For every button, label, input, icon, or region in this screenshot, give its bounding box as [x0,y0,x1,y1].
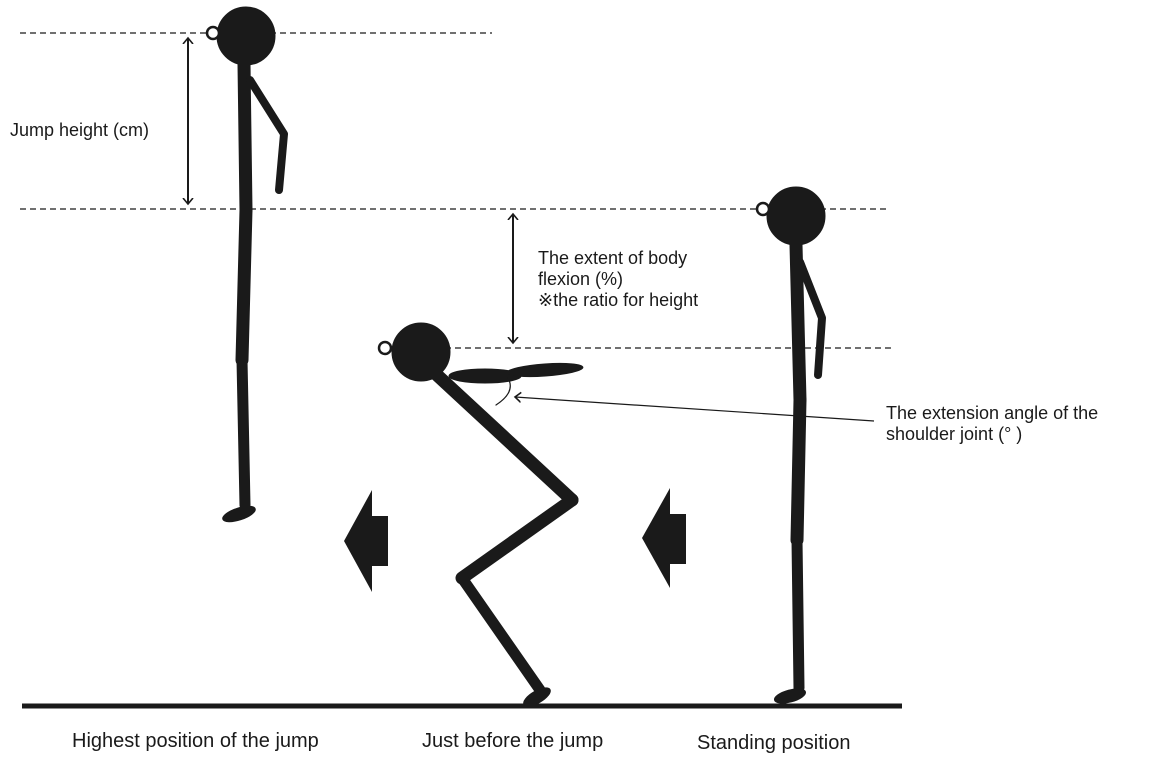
figure-before-jump [379,323,583,710]
left-arrow-icon [642,488,686,588]
shoulder-angle-pointer [515,397,874,421]
left-arrow-icon [344,490,388,592]
body-flexion-label: The extent of body flexion (%) ※the rati… [538,248,698,311]
body-flexion-line-3: ※the ratio for height [538,290,698,311]
nose-icon [379,342,391,354]
caption-highest-position: Highest position of the jump [72,729,319,753]
body-flexion-line-1: The extent of body [538,248,698,269]
figure-standing-position [757,187,825,706]
head-icon [767,187,825,245]
shoulder-angle-line-2: shoulder joint (° ) [886,424,1098,445]
jump-height-label: Jump height (cm) [10,120,149,141]
shoulder-angle-line-1: The extension angle of the [886,403,1098,424]
nose-icon [757,203,769,215]
shoulder-angle-label: The extension angle of the shoulder join… [886,403,1098,445]
caption-before-jump: Just before the jump [422,729,603,753]
nose-icon [207,27,219,39]
caption-standing-position: Standing position [697,731,850,755]
body-flexion-line-2: flexion (%) [538,269,698,290]
head-icon [217,7,275,65]
figure-highest-position [207,7,284,525]
